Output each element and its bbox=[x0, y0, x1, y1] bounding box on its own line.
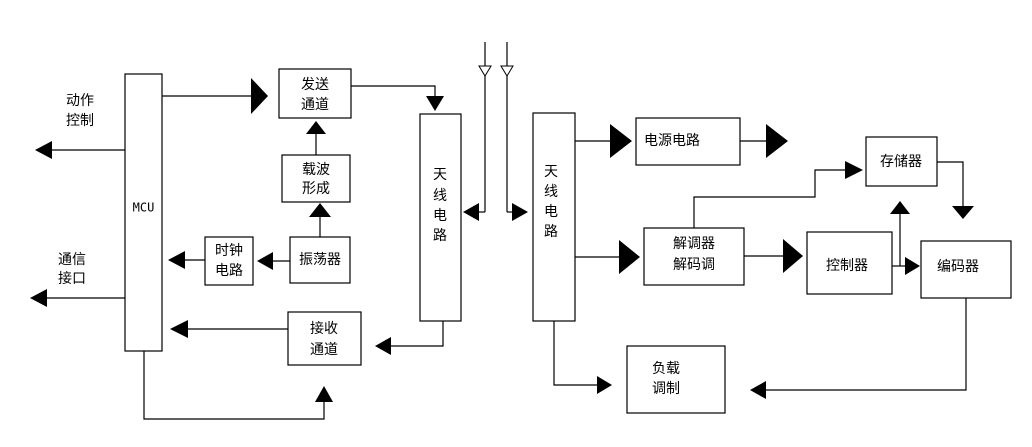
comm-interface-label-line1: 通信 bbox=[58, 252, 86, 268]
oscillator-block: 振荡器 bbox=[289, 236, 351, 284]
arrowhead-up-icon bbox=[890, 201, 910, 214]
memory-label: 存储器 bbox=[880, 154, 922, 170]
arrowhead-left-icon bbox=[375, 337, 391, 355]
action-control-label-line1: 动作 bbox=[66, 93, 94, 109]
oscillator-label: 振荡器 bbox=[299, 252, 341, 268]
demodulator-block: 解调器 解码调 bbox=[643, 227, 745, 286]
oscillator-to-clock-arrow bbox=[257, 252, 290, 270]
antenna-to-receive-arrow bbox=[375, 321, 444, 355]
send-channel-label-line1: 发送 bbox=[301, 77, 329, 93]
receive-channel-block: 接收 通道 bbox=[287, 311, 362, 366]
action-control-output: 动作 控制 bbox=[35, 93, 125, 159]
antenna-left-char2: 线 bbox=[433, 188, 447, 204]
controller-to-memory-arrow bbox=[890, 201, 910, 266]
carrier-forming-label-line1: 载波 bbox=[302, 162, 330, 178]
antenna-circuit-left-block: 天 线 电 路 bbox=[419, 113, 462, 322]
arrowhead-up-icon bbox=[306, 121, 326, 134]
receive-to-mcu-arrow bbox=[170, 320, 288, 338]
power-output-arrow bbox=[740, 124, 788, 158]
demodulator-to-controller-arrow bbox=[744, 239, 803, 273]
encoder-label: 编码器 bbox=[937, 259, 979, 275]
comm-interface-label-line2: 接口 bbox=[58, 270, 86, 287]
action-control-label-line2: 控制 bbox=[66, 113, 94, 129]
antenna-right-char2: 线 bbox=[544, 184, 558, 200]
arrowhead-left-icon bbox=[35, 141, 52, 159]
arrowhead-left-icon bbox=[168, 251, 185, 269]
send-channel-label-line2: 通道 bbox=[301, 97, 329, 113]
arrowhead-left-icon bbox=[170, 320, 188, 338]
load-modulation-label-line2: 调制 bbox=[652, 381, 680, 397]
antenna-right-char3: 电 bbox=[544, 204, 558, 220]
receive-channel-label-line2: 通道 bbox=[310, 342, 338, 358]
antenna-pair-icon bbox=[478, 42, 514, 213]
mcu-block: MCU bbox=[124, 73, 163, 352]
arrowhead-right-icon bbox=[905, 257, 920, 275]
demodulator-to-memory-arrow bbox=[693, 161, 863, 228]
antenna-to-load-arrow bbox=[553, 321, 612, 394]
demodulator-label-line1: 解调器 bbox=[673, 236, 715, 252]
clock-circuit-label-line2: 电路 bbox=[215, 263, 243, 279]
send-channel-block: 发送 通道 bbox=[278, 68, 352, 119]
arrowhead-left-icon bbox=[463, 203, 479, 221]
antenna-circuit-right-block: 天 线 电 路 bbox=[532, 112, 576, 322]
antenna-left-char1: 天 bbox=[433, 167, 447, 183]
arrowhead-down-icon bbox=[952, 206, 974, 219]
antenna-to-power-arrow bbox=[575, 124, 632, 158]
arrowhead-right-icon bbox=[512, 203, 528, 221]
arrowhead-right-icon bbox=[783, 239, 803, 273]
arrowhead-left-icon bbox=[30, 289, 47, 307]
power-circuit-block: 电源电路 bbox=[635, 117, 741, 166]
arrowhead-right-icon bbox=[845, 161, 863, 179]
memory-to-encoder-arrow bbox=[937, 161, 974, 219]
arrowhead-right-icon bbox=[619, 240, 640, 274]
carrier-forming-block: 载波 形成 bbox=[281, 154, 351, 203]
controller-to-encoder-arrow bbox=[892, 257, 920, 275]
arrowhead-right-icon bbox=[610, 124, 632, 158]
arrowhead-down-icon bbox=[426, 96, 444, 111]
load-modulation-block: 负载 调制 bbox=[626, 345, 726, 414]
controller-block: 控制器 bbox=[806, 231, 893, 295]
antenna-left-char3: 电 bbox=[433, 208, 447, 224]
mcu-to-send-arrow bbox=[162, 78, 268, 114]
antenna-right-char4: 路 bbox=[544, 224, 558, 240]
arrowhead-up-icon bbox=[309, 203, 331, 217]
load-modulation-label-line1: 负载 bbox=[652, 361, 680, 377]
carrier-to-send-arrow bbox=[306, 121, 326, 155]
clock-circuit-label-line1: 时钟 bbox=[215, 242, 243, 259]
arrowhead-left-icon bbox=[257, 252, 273, 270]
mcu-label: MCU bbox=[133, 201, 155, 215]
oscillator-to-carrier-arrow bbox=[309, 203, 331, 237]
clock-to-mcu-arrow bbox=[168, 251, 205, 269]
encoder-to-load-arrow bbox=[750, 298, 967, 399]
clock-circuit-block: 时钟 电路 bbox=[204, 236, 254, 286]
receive-channel-label-line1: 接收 bbox=[310, 320, 338, 337]
power-circuit-label: 电源电路 bbox=[644, 133, 700, 149]
arrowhead-up-icon bbox=[315, 386, 333, 402]
antenna-left-char4: 路 bbox=[433, 228, 447, 244]
memory-block: 存储器 bbox=[865, 136, 938, 187]
arrowhead-right-icon bbox=[597, 376, 612, 394]
arrowhead-right-icon bbox=[251, 78, 268, 114]
arrowhead-left-icon bbox=[750, 381, 766, 399]
mcu-loop-arrow bbox=[143, 351, 333, 420]
antenna-to-demodulator-arrow bbox=[575, 240, 640, 274]
arrowhead-right-icon bbox=[766, 124, 788, 158]
send-to-antenna-arrow bbox=[351, 85, 444, 111]
encoder-block: 编码器 bbox=[920, 240, 1012, 299]
controller-label: 控制器 bbox=[826, 258, 868, 274]
comm-interface-output: 通信 接口 bbox=[30, 252, 125, 307]
antenna-right-char1: 天 bbox=[544, 164, 558, 180]
demodulator-label-line2: 解码调 bbox=[673, 257, 715, 273]
carrier-forming-label-line2: 形成 bbox=[302, 181, 330, 197]
